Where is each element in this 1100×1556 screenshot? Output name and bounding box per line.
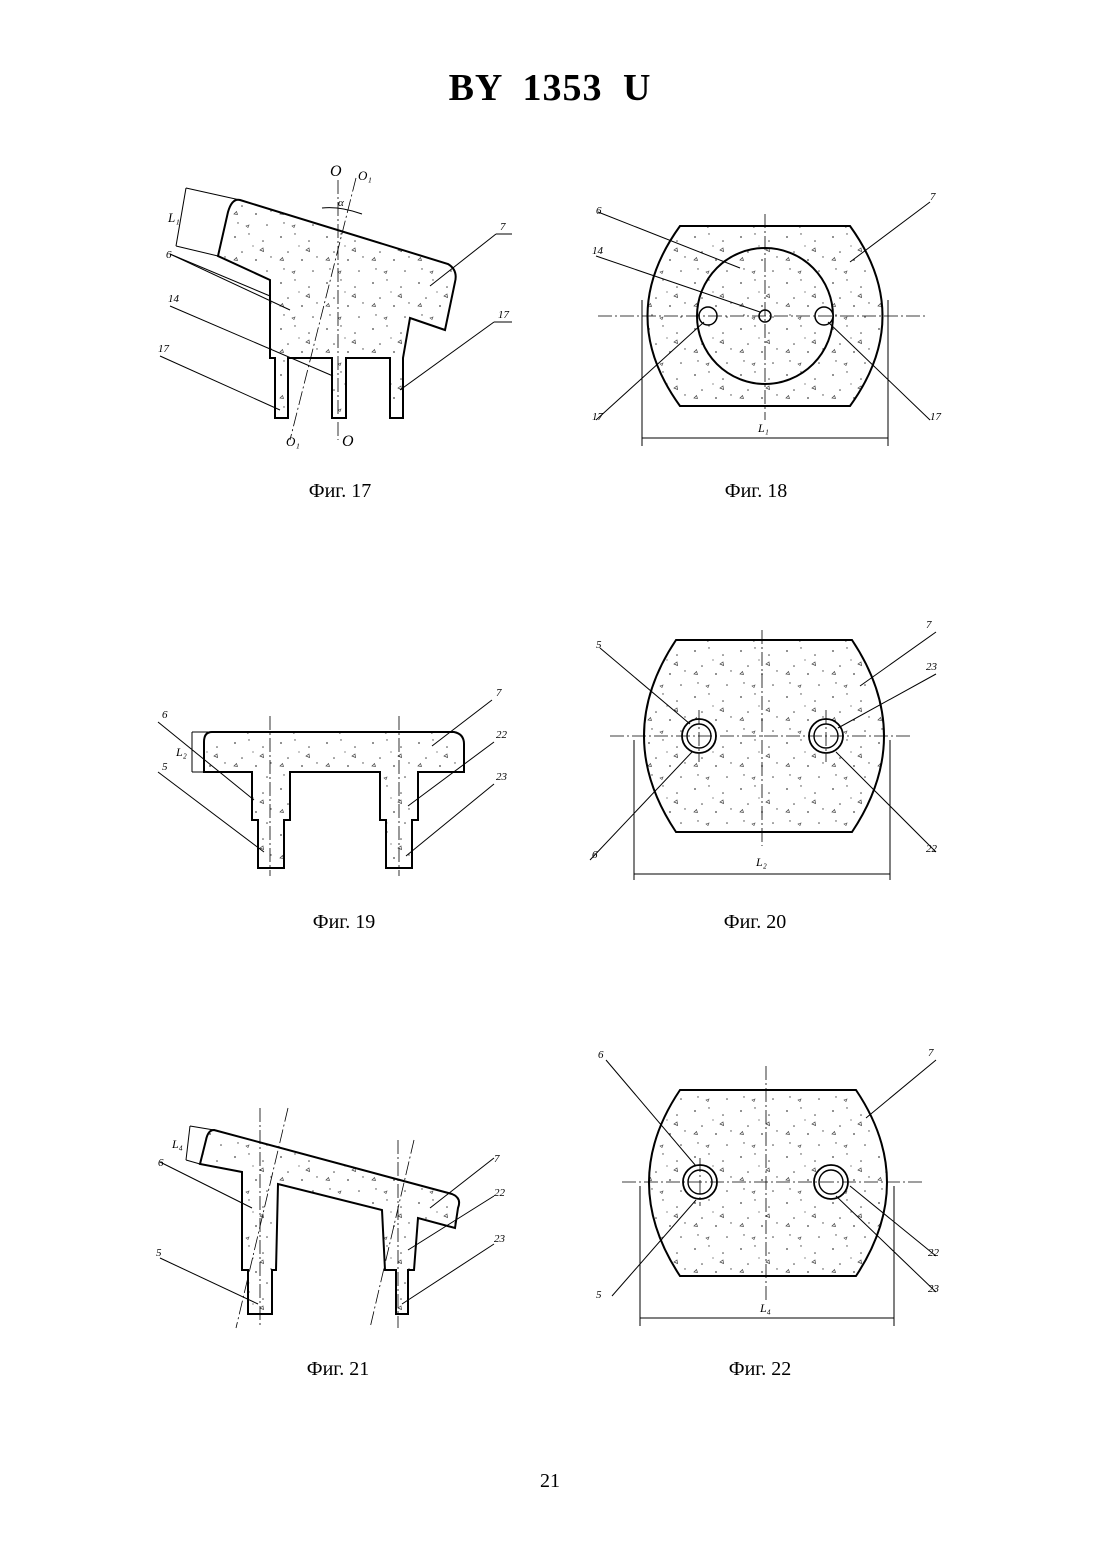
fig21-dim-label: L₄: [171, 1137, 183, 1151]
fig18-ref-17-left: 17: [592, 411, 604, 423]
fig17-ref-14: 14: [168, 293, 180, 305]
fig22-ref-6: 6: [598, 1049, 604, 1061]
fig19-ref-23: 23: [496, 771, 508, 783]
fig19-part-body: [204, 732, 464, 868]
fig19-ref-5: 5: [162, 761, 168, 773]
fig20-ref-5: 5: [596, 639, 602, 651]
fig17-ref-17-right: 17: [498, 309, 510, 321]
fig22-ref-5: 5: [596, 1289, 602, 1301]
figure-22-caption: Фиг. 22: [660, 1358, 860, 1381]
fig18-ref-6: 6: [596, 205, 602, 217]
fig17-axis-o-bottom: O: [342, 433, 354, 450]
fig22-dim-label: L₄: [759, 1301, 771, 1315]
fig17-ref-6: 6: [166, 249, 172, 261]
figure-19-drawing: 6 5 L₂ 7 22 23: [158, 687, 508, 876]
figure-17-caption: Фиг. 17: [240, 480, 440, 503]
fig19-ref-22: 22: [496, 729, 508, 741]
figure-21-caption: Фиг. 21: [238, 1358, 438, 1381]
fig21-ref-23: 23: [494, 1233, 506, 1245]
fig20-ref-7: 7: [926, 619, 932, 631]
fig18-ref-7: 7: [930, 191, 936, 203]
fig21-ref-7: 7: [494, 1153, 500, 1165]
fig20-dim-label: L₂: [755, 855, 767, 869]
fig17-axis-o1-bottom: O₁: [286, 434, 300, 449]
figure-17-drawing: O O₁ α L₁ 6 14 17 7 17 O₁ O: [158, 163, 512, 450]
fig21-ref-5: 5: [156, 1247, 162, 1259]
fig17-angle-label: α: [338, 197, 344, 209]
figure-20-drawing: 5 6 7 23 22 L₂: [590, 619, 938, 880]
fig20-ref-6: 6: [592, 849, 598, 861]
fig17-part-body: [218, 200, 456, 418]
fig22-ref-23: 23: [928, 1283, 940, 1295]
figure-18-drawing: 6 14 17 7 17 L₁: [592, 191, 942, 446]
figure-19-caption: Фиг. 19: [244, 911, 444, 934]
fig20-ref-23: 23: [926, 661, 938, 673]
page-number: 21: [0, 1470, 1100, 1493]
fig17-ref-7: 7: [500, 221, 506, 233]
fig18-ref-14: 14: [592, 245, 604, 257]
fig19-dim-label: L₂: [175, 745, 187, 759]
fig17-axis-o-top: O: [330, 163, 342, 180]
figure-22-drawing: 6 5 7 22 23 L₄: [596, 1047, 940, 1326]
fig22-ref-22: 22: [928, 1247, 940, 1259]
figure-21-drawing: L₄ 6 5 7 22 23: [156, 1108, 506, 1328]
fig21-ref-22: 22: [494, 1187, 506, 1199]
figure-18-caption: Фиг. 18: [656, 480, 856, 503]
fig17-ref-17-left: 17: [158, 343, 170, 355]
fig19-ref-7: 7: [496, 687, 502, 699]
fig21-ref-6: 6: [158, 1157, 164, 1169]
fig18-ref-17-right: 17: [930, 411, 942, 423]
fig22-ref-7: 7: [928, 1047, 934, 1059]
fig20-ref-22: 22: [926, 843, 938, 855]
figure-20-caption: Фиг. 20: [655, 911, 855, 934]
fig21-part-body: [200, 1130, 459, 1314]
fig18-dim-label: L₁: [757, 421, 769, 435]
fig17-dim-label: L₁: [167, 210, 180, 225]
fig19-ref-6: 6: [162, 709, 168, 721]
fig17-axis-o1-top: O₁: [358, 168, 372, 183]
